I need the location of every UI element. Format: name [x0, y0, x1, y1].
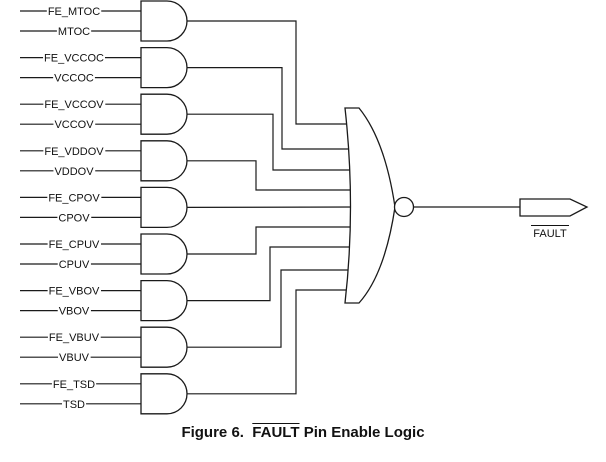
enable-label: FE_TSD	[53, 379, 95, 391]
and-gate-vccoc: FE_VCCOC VCCOC	[20, 46, 188, 89]
label-background	[43, 99, 106, 112]
routing-wires	[186, 20, 356, 395]
route-wire-tsd	[187, 289, 348, 395]
enable-label: FE_CPOV	[48, 192, 100, 204]
label-background	[53, 165, 96, 178]
and-gates: FE_MTOCMTOCFE_VCCOCVCCOCFE_VCCOVVCCOVFE_…	[20, 0, 188, 415]
enable-label: FE_VCCOC	[44, 53, 104, 65]
and-gate-body	[140, 0, 188, 42]
label-background	[58, 352, 91, 365]
caption-prefix: Figure 6.	[181, 424, 244, 441]
label-background	[57, 212, 92, 225]
signal-label: VBOV	[59, 306, 90, 318]
and-gate-body	[140, 373, 188, 415]
and-gate-vccov: FE_VCCOV VCCOV	[20, 93, 188, 135]
and-gate-tsd: FE_TSD TSD	[20, 373, 188, 415]
fault-logic-diagram: FE_MTOCMTOCFE_VCCOCVCCOCFE_VCCOVVCCOVFE_…	[20, 0, 589, 415]
route-wire-vccoc	[187, 67, 353, 150]
and-gate-vddov: FE_VDDOV VDDOV	[20, 140, 188, 182]
nor-gate-group: FAULT	[344, 107, 589, 304]
signal-label: VCCOV	[54, 119, 94, 131]
enable-label: FE_VBOV	[49, 286, 100, 298]
signal-label: CPUV	[59, 259, 90, 271]
signal-label: TSD	[63, 399, 85, 411]
label-background	[43, 145, 106, 158]
and-gate-body	[140, 279, 188, 322]
caption-fault-signal: FAULT	[252, 424, 300, 441]
route-wire-vbuv	[187, 269, 352, 348]
route-wire-vccov	[187, 113, 355, 171]
label-background	[53, 119, 96, 132]
and-gate-cpuv: FE_CPUV CPUV	[20, 233, 188, 275]
figure-caption: Figure 6. FAULT Pin Enable Logic	[0, 424, 606, 441]
caption-suffix: Pin Enable Logic	[303, 424, 425, 441]
label-background	[51, 378, 97, 391]
label-background	[47, 332, 101, 345]
and-gate-cpov: FE_CPOV CPOV	[20, 186, 188, 229]
label-background	[53, 72, 95, 85]
signal-label: CPOV	[58, 212, 90, 224]
nor-gate	[344, 107, 396, 304]
enable-label: FE_VDDOV	[44, 146, 104, 158]
label-background	[57, 259, 91, 271]
signal-label: VDDOV	[54, 166, 94, 178]
label-background	[62, 398, 87, 411]
label-background	[56, 26, 92, 38]
label-background	[47, 192, 102, 205]
enable-label: FE_VCCOV	[44, 99, 104, 111]
label-background	[47, 239, 102, 251]
label-background	[43, 52, 106, 65]
route-wire-vddov	[187, 160, 356, 191]
signal-label: VBUV	[59, 352, 90, 364]
and-gate-body	[140, 186, 188, 229]
label-background	[46, 6, 102, 18]
label-background	[57, 305, 91, 318]
signal-label: MTOC	[58, 26, 90, 38]
and-gate-body	[140, 326, 188, 368]
and-gate-body	[140, 93, 188, 135]
and-gate-body	[140, 140, 188, 182]
and-gate-vbov: FE_VBOV VBOV	[20, 279, 188, 322]
output-pin-arrow-icon	[519, 198, 589, 217]
enable-label: FE_CPUV	[49, 239, 100, 251]
label-background	[47, 285, 102, 298]
route-wire-mtoc	[187, 20, 349, 125]
signal-label: VCCOC	[54, 73, 94, 85]
enable-label: FE_VBUV	[49, 332, 100, 344]
enable-label: FE_MTOC	[48, 6, 100, 18]
fault-output-label: FAULT	[533, 228, 567, 240]
route-wire-cpuv	[187, 226, 356, 255]
and-gate-mtoc: FE_MTOC MTOC	[20, 0, 188, 42]
and-gate-vbuv: FE_VBUV VBUV	[20, 326, 188, 368]
and-gate-body	[140, 233, 188, 275]
route-wire-vbov	[187, 246, 355, 302]
nor-inversion-bubble	[393, 196, 415, 218]
and-gate-body	[140, 46, 188, 89]
